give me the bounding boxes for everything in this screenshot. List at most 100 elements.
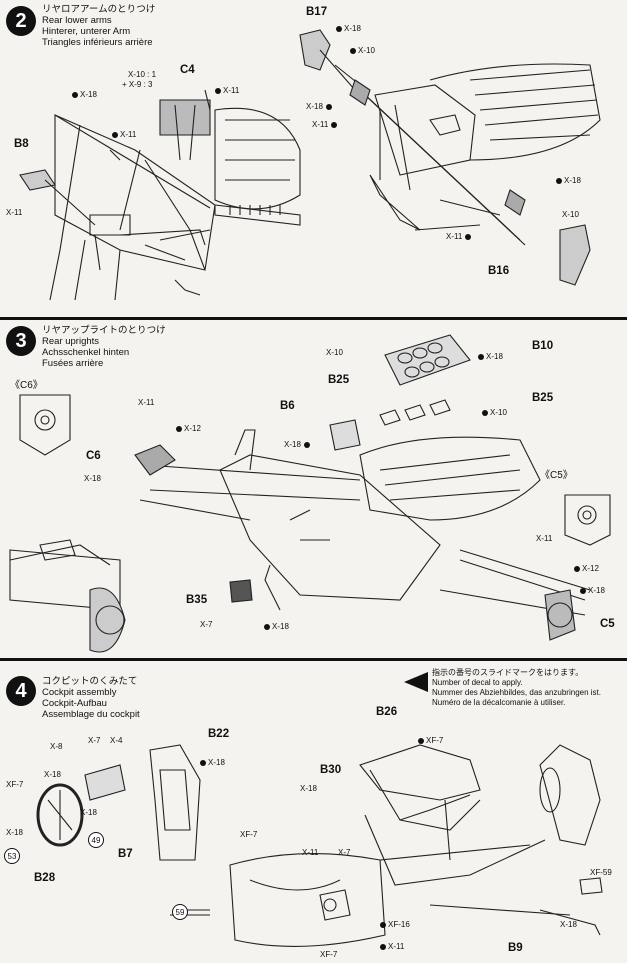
step3-screw-x7: X-7 bbox=[200, 620, 213, 629]
screw-icon bbox=[72, 91, 78, 98]
screw-icon bbox=[264, 623, 270, 630]
step4-paint-xf16: XF-16 bbox=[380, 920, 410, 929]
screw-icon bbox=[350, 47, 356, 54]
decal-59-marker: 59 bbox=[172, 904, 188, 920]
step2-screw-x18-c: X-18 bbox=[306, 102, 334, 111]
step3-title-de: Achsschenkel hinten bbox=[42, 347, 130, 358]
screw-icon bbox=[325, 103, 332, 110]
step4-title-jp: コクピットのくみたて bbox=[42, 676, 138, 687]
step4-paint-xf7-b: XF-7 bbox=[418, 736, 443, 745]
step3-screw-x10-b: X-10 bbox=[482, 408, 507, 417]
step2-right-drawing bbox=[299, 29, 601, 286]
step4-screw-x11-a: X-11 bbox=[302, 848, 319, 857]
decal-53-marker: 53 bbox=[4, 848, 20, 864]
screw-icon bbox=[112, 131, 118, 138]
step2-screw-x11-b: X-11 bbox=[112, 130, 136, 139]
step2-part-c4: C4 bbox=[180, 64, 195, 76]
screw-icon bbox=[574, 565, 580, 572]
screw-icon bbox=[200, 759, 206, 766]
step3-title: リヤアップライトのとりつけ Rear uprights Achsschenkel… bbox=[42, 325, 166, 369]
step2-screw-x11-d: X-11 bbox=[312, 120, 339, 129]
step4-screw-x18-f: X-18 bbox=[560, 920, 577, 929]
divider-step2-3 bbox=[0, 317, 627, 320]
step3-drawing bbox=[9, 334, 611, 653]
step4-title-fr: Assemblage du cockpit bbox=[42, 709, 140, 720]
step2-screw-x11-e: X-11 bbox=[446, 232, 473, 241]
step2-part-b16: B16 bbox=[488, 265, 510, 277]
step4-number: 4 bbox=[6, 676, 36, 706]
step4-screw-x7-b: X-7 bbox=[338, 848, 351, 857]
step2-screw-x18-d: X-18 bbox=[556, 176, 581, 185]
step3-part-b6: B6 bbox=[280, 400, 295, 412]
step2-left-drawing bbox=[19, 89, 301, 301]
step2-screw-x11-c: X-11 bbox=[6, 208, 23, 217]
step2-title: リヤロアアームのとりつけ Rear lower arms Hinterer, u… bbox=[42, 4, 155, 48]
step3-title-jp: リヤアップライトのとりつけ bbox=[42, 325, 166, 336]
step3-part-b25-b: B25 bbox=[532, 392, 554, 404]
step2-title-jp: リヤロアアームのとりつけ bbox=[42, 4, 156, 15]
step2-number: 2 bbox=[6, 6, 36, 36]
step3-screw-x18-b: X-18 bbox=[284, 440, 312, 449]
step3-part-c5: C5 bbox=[600, 618, 615, 630]
step3-screw-x18-c: X-18 bbox=[84, 474, 101, 483]
screw-icon bbox=[303, 441, 310, 448]
step4-part-b22: B22 bbox=[208, 728, 230, 740]
step3-screw-x11-a: X-11 bbox=[138, 398, 155, 407]
step4-part-b28: B28 bbox=[34, 872, 56, 884]
screw-icon bbox=[380, 943, 386, 950]
step4-paint-xf59: XF-59 bbox=[590, 868, 612, 877]
decal-arrow-icon bbox=[404, 672, 428, 692]
step4-screw-x18-c: X-18 bbox=[6, 828, 23, 837]
step3-part-b35: B35 bbox=[186, 594, 208, 606]
step3-view-c5: 《C5》 bbox=[540, 470, 573, 481]
step3-part-b25-a: B25 bbox=[328, 374, 350, 386]
screw-icon bbox=[478, 353, 484, 360]
screw-icon bbox=[331, 121, 338, 128]
divider-step3-4 bbox=[0, 658, 627, 661]
step4-screw-x18-a: X-18 bbox=[44, 770, 61, 779]
screw-icon bbox=[580, 587, 586, 594]
decal-note-en: Number of decal to apply. bbox=[432, 678, 523, 687]
screw-icon bbox=[336, 25, 342, 32]
step2-title-fr: Triangles inférieurs arrière bbox=[42, 37, 153, 48]
step2-screw-x10-a: X-10 bbox=[350, 46, 375, 55]
step4-screw-x7-a: X-7 bbox=[88, 736, 101, 745]
step4-screw-x8: X-8 bbox=[50, 742, 63, 751]
step4-paint-xf7-c: XF-7 bbox=[240, 830, 258, 839]
decal-note-jp: 指示の番号のスライドマークをはります。 bbox=[432, 668, 584, 677]
step3-screw-x10-a: X-10 bbox=[326, 348, 343, 357]
paint-icon bbox=[418, 737, 424, 744]
screw-icon bbox=[215, 87, 221, 94]
step3-screw-x18-e: X-18 bbox=[264, 622, 289, 631]
step3-screw-x18-d: X-18 bbox=[580, 586, 605, 595]
step2-x9-ratio: + X-9 : 3 bbox=[122, 80, 153, 89]
step4-screw-x18-d: X-18 bbox=[80, 808, 97, 817]
step3-number: 3 bbox=[6, 326, 36, 356]
decal-note-fr: Numéro de la décalcomanie à utiliser. bbox=[432, 698, 566, 707]
decal-note-de: Nummer des Abziehbildes, das anzubringen… bbox=[432, 688, 601, 697]
step3-screw-x18-a: X-18 bbox=[478, 352, 503, 361]
step4-part-b26: B26 bbox=[376, 706, 398, 718]
step3-part-c6: C6 bbox=[86, 450, 101, 462]
step4-paint-xf7-d: XF-7 bbox=[320, 950, 338, 959]
step4-screw-x18-e: X-18 bbox=[300, 784, 317, 793]
step2-title-de: Hinterer, unterer Arm bbox=[42, 26, 131, 37]
step3-screw-x12-a: X-12 bbox=[176, 424, 201, 433]
paint-icon bbox=[380, 921, 386, 928]
step3-title-fr: Fusées arrière bbox=[42, 358, 104, 369]
screw-icon bbox=[556, 177, 562, 184]
step2-part-b17: B17 bbox=[306, 6, 328, 18]
step2-part-b8: B8 bbox=[14, 138, 29, 150]
step4-title: コクピットのくみたて Cockpit assembly Cockpit-Aufb… bbox=[42, 676, 140, 720]
step4-title-en: Cockpit assembly bbox=[42, 687, 117, 698]
step3-screw-x11-b: X-11 bbox=[536, 534, 553, 543]
step2-title-en: Rear lower arms bbox=[42, 15, 112, 26]
step2-screw-x11-a: X-11 bbox=[215, 86, 239, 95]
step4-title-de: Cockpit-Aufbau bbox=[42, 698, 107, 709]
screw-icon bbox=[465, 233, 472, 240]
step2-screw-x10-b: X-10 bbox=[562, 210, 579, 219]
step4-drawing bbox=[36, 744, 603, 947]
step4-part-b7: B7 bbox=[118, 848, 133, 860]
